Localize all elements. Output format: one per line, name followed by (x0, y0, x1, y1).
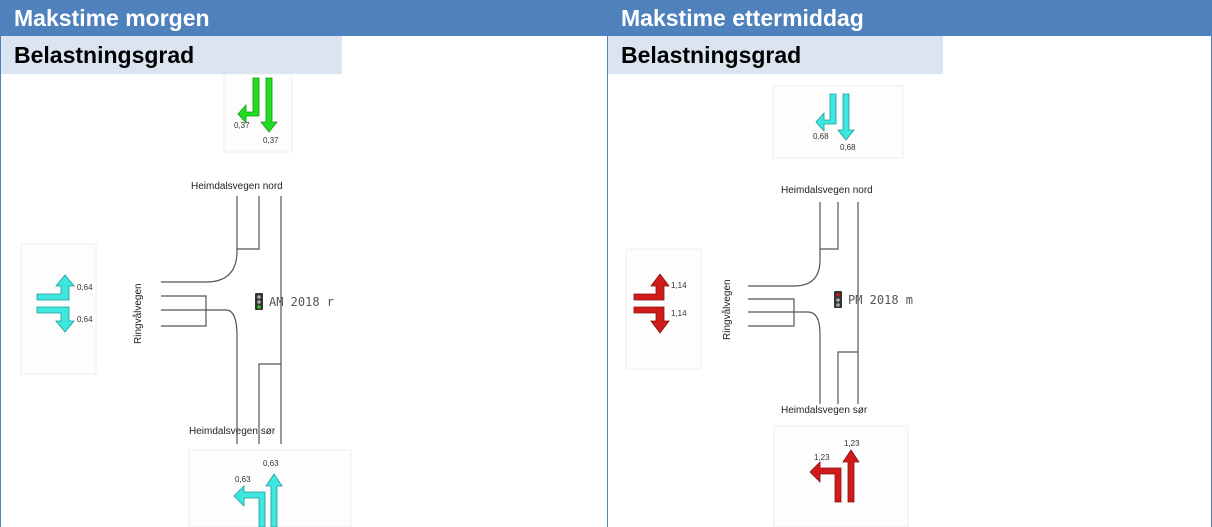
road-north-label: Heimdalsvegen nord (781, 185, 873, 196)
road-west-label: Ringvålvegen (132, 283, 144, 344)
morning-title: Makstime morgen (1, 0, 607, 36)
north-through-value: 0,37 (263, 136, 279, 145)
road-geometry (161, 196, 282, 444)
south-left-arrow-icon (233, 485, 266, 527)
road-south-label: Heimdalsvegen sør (781, 405, 868, 416)
signal-period-label: PM 2018 m (848, 293, 913, 307)
morning-intersection-diagram: Heimdalsvegen nord Heimdalsvegen sør Rin… (1, 74, 607, 527)
north-left-value: 0,37 (234, 121, 250, 130)
north-through-value: 0,68 (840, 143, 856, 152)
west-right-value: 1,14 (671, 309, 687, 318)
west-left-arrow-icon (633, 273, 670, 301)
west-right-arrow-icon (633, 306, 670, 334)
south-through-value: 0,63 (263, 459, 279, 468)
road-geometry (748, 202, 859, 404)
north-left-value: 0,68 (813, 132, 829, 141)
west-right-arrow-icon (36, 306, 75, 333)
evening-subtitle: Belastningsgrad (608, 36, 943, 74)
south-left-arrow-icon (809, 461, 842, 503)
west-left-value: 0,64 (77, 283, 93, 292)
north-through-arrow-icon (837, 93, 855, 141)
road-south-label: Heimdalsvegen sør (189, 426, 276, 437)
west-left-value: 1,14 (671, 281, 687, 290)
road-north-label: Heimdalsvegen nord (191, 181, 283, 192)
south-through-value: 1,23 (844, 439, 860, 448)
south-through-arrow-icon (842, 449, 860, 503)
north-left-arrow-icon (815, 93, 837, 133)
south-panel (188, 449, 352, 527)
north-panel (772, 85, 904, 159)
south-left-value: 0,63 (235, 475, 251, 484)
evening-column: Makstime ettermiddag Belastningsgrad Hei… (607, 0, 1212, 527)
morning-column: Makstime morgen Belastningsgrad Heimdals… (0, 0, 607, 527)
south-left-value: 1,23 (814, 453, 830, 462)
west-left-arrow-icon (36, 274, 75, 301)
road-west-label: Ringvålvegen (721, 279, 733, 340)
west-right-value: 0,64 (77, 315, 93, 324)
north-left-arrow-icon (237, 77, 260, 125)
north-through-arrow-icon (260, 77, 278, 133)
south-through-arrow-icon (265, 473, 283, 527)
signal-period-label: AM 2018 r (269, 295, 334, 309)
traffic-signal-icon (834, 291, 842, 308)
morning-subtitle: Belastningsgrad (1, 36, 342, 74)
traffic-signal-icon (255, 293, 263, 310)
evening-intersection-diagram: Heimdalsvegen nord Heimdalsvegen sør Rin… (608, 74, 1211, 527)
evening-title: Makstime ettermiddag (608, 0, 1211, 36)
